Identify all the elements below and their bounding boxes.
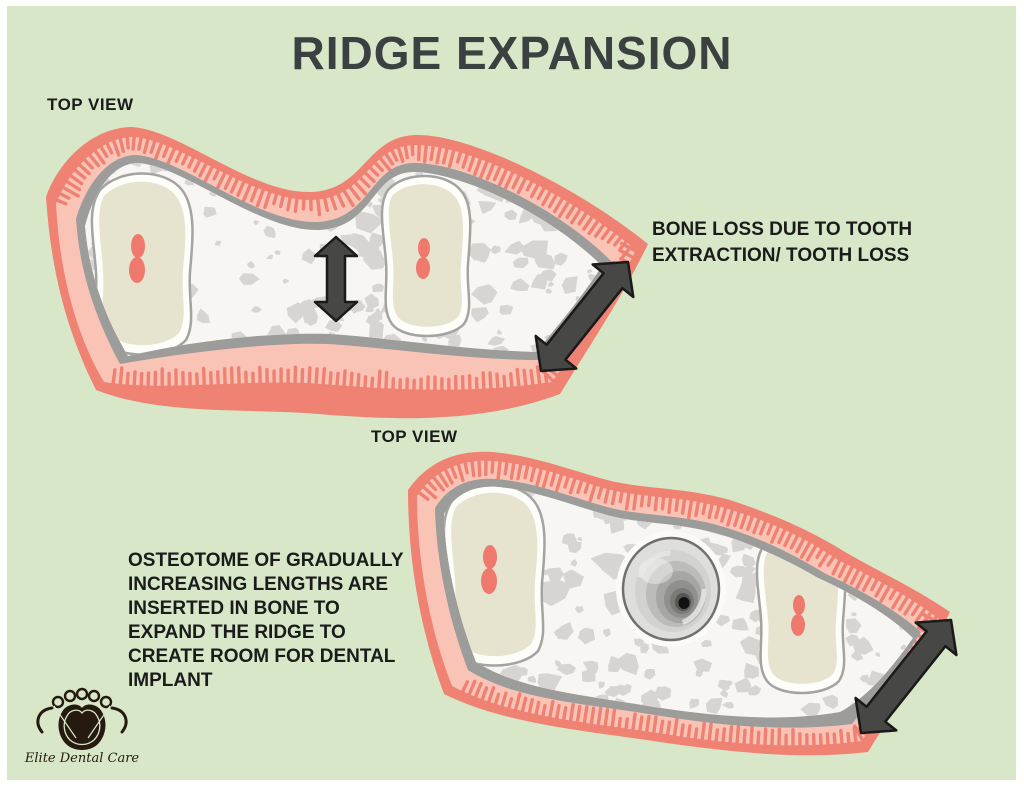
logo-tooth-inner-line <box>63 709 101 746</box>
teeth-and-osteotome-diagram2 <box>444 486 847 695</box>
logo-tooth-icon <box>58 704 106 750</box>
teeth-diagram1 <box>90 172 472 356</box>
gingiva-fringe-2 <box>416 457 941 750</box>
diagram2-view-label: TOP VIEW <box>371 427 458 446</box>
logo-crown-loops <box>51 687 113 709</box>
tooth-pulp <box>418 238 430 258</box>
osteotome-annotation: OSTEOTOME OF GRADUALLY INCREASING LENGTH… <box>128 550 404 691</box>
osteotome-top-view <box>616 531 726 647</box>
tooth-left-1 <box>90 172 194 356</box>
logo-instrument-lines <box>53 705 111 739</box>
tooth-pulp <box>131 234 145 258</box>
tooth-pulp <box>416 257 430 279</box>
tooth-right-1 <box>380 174 472 338</box>
diagram2-ridge-top-view <box>408 451 958 756</box>
osteotome-pilot-hole <box>678 597 690 609</box>
diagram1-view-label: TOP VIEW <box>47 95 134 114</box>
clinic-logo <box>36 687 128 750</box>
bone-loss-annotation: BONE LOSS DUE TO TOOTH EXTRACTION/ TOOTH… <box>652 219 913 266</box>
ridge-width-arrows-2 <box>854 618 958 735</box>
logo-right-swirl <box>110 706 128 734</box>
logo-left-swirl <box>36 706 54 734</box>
tooth-pulp <box>129 257 145 283</box>
diagram1-ridge-top-view <box>46 127 648 419</box>
clinic-logo-text: Elite Dental Care <box>24 751 140 766</box>
ridge-width-arrows-1 <box>313 235 635 373</box>
poster-title: RIDGE EXPANSION <box>291 27 733 79</box>
